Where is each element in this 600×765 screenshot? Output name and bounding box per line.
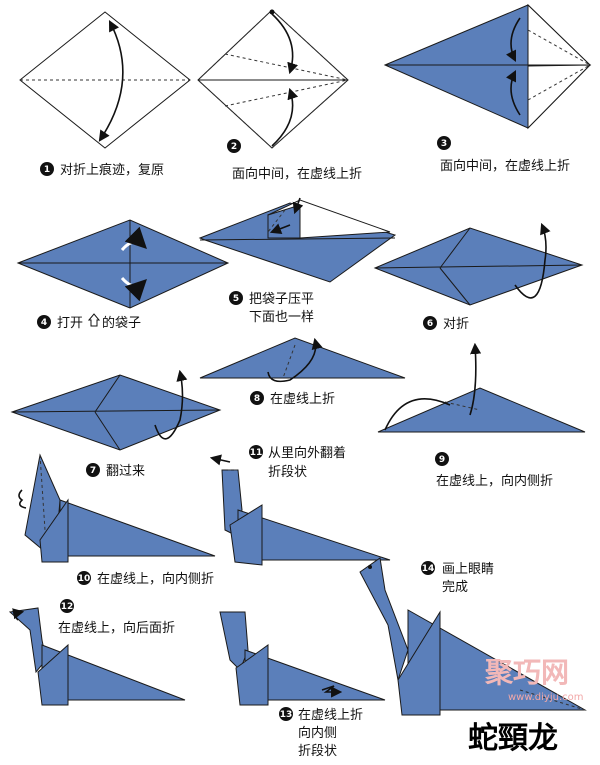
- step-14-number: 14: [422, 564, 435, 574]
- step-4-text-b: 的袋子: [102, 315, 141, 331]
- step-14-figure: [359, 557, 587, 716]
- step-12-text: 在虚线上，向后面折: [58, 620, 175, 636]
- step-1-caption: 1 对折上痕迹，复原: [40, 162, 164, 178]
- step-5-text-b: 下面也一样: [249, 310, 314, 325]
- step-6-figure: [373, 222, 584, 306]
- step-7-number: 7: [90, 466, 96, 476]
- step-10-figure: [18, 453, 216, 563]
- step-4-number: 4: [41, 318, 47, 328]
- step-2-figure: [197, 9, 349, 149]
- step-1-text: 对折上痕迹，复原: [60, 162, 164, 178]
- step-13-number: 13: [280, 710, 293, 720]
- step-3-caption: 3 面向中间，在虚线上折: [437, 136, 570, 174]
- step-11-figure: [209, 454, 391, 566]
- step-12-figure: [8, 607, 186, 706]
- step-11-number: 11: [250, 448, 263, 458]
- step-9-number: 9: [439, 455, 445, 465]
- step-6-text: 对折: [443, 317, 469, 332]
- step-4-figure: [16, 219, 230, 309]
- step-8-text: 在虚线上折: [270, 392, 335, 407]
- step-11-text-a: 从里向外翻着: [268, 445, 346, 461]
- step-13-text-b: 向内侧: [298, 725, 337, 741]
- step-10-text: 在虚线上，向内侧折: [97, 571, 214, 587]
- step-2-caption: 2 面向中间，在虚线上折: [227, 139, 362, 182]
- diagram-title: 蛇頸龙: [468, 721, 558, 756]
- step-10-number: 10: [78, 574, 91, 584]
- watermark-url: www.diyju.com: [508, 692, 584, 703]
- step-7-text: 翻过来: [106, 464, 145, 479]
- step-7-figure: [10, 369, 222, 451]
- step-11-caption: 11 从里向外翻着 折段状: [249, 445, 346, 480]
- step-5-text-a: 把袋子压平: [249, 292, 314, 307]
- step-9-caption: 9 在虚线上，向内侧折: [435, 452, 553, 489]
- house-arrow-icon: [87, 313, 101, 327]
- step-13-text-a: 在虚线上折: [298, 708, 363, 723]
- step-9-figure: [377, 342, 586, 433]
- step-3-figure: [383, 3, 592, 130]
- step-7-caption: 7 翻过来: [86, 463, 145, 479]
- step-14-text-b: 完成: [442, 580, 468, 595]
- step-12-number: 12: [61, 602, 74, 612]
- step-3-number: 3: [441, 139, 447, 149]
- step-13-text-c: 折段状: [298, 744, 337, 759]
- step-8-figure: [199, 337, 406, 383]
- step-4-caption: 4 打开 的袋子: [37, 313, 141, 331]
- step-5-figure: [198, 197, 397, 283]
- step-13-caption: 13 在虚线上折 向内侧 折段状: [279, 707, 363, 759]
- step-13-figure: [219, 611, 386, 706]
- step-8-caption: 8 在虚线上折: [250, 391, 335, 407]
- step-6-caption: 6 对折: [423, 316, 469, 332]
- step-14-text-a: 画上眼睛: [442, 562, 494, 577]
- watermark-brand: 聚巧网: [484, 656, 569, 689]
- step-2-number: 2: [231, 142, 237, 152]
- step-14-caption: 14 画上眼睛 完成: [421, 561, 494, 595]
- step-1-number: 1: [44, 165, 50, 175]
- step-3-text: 面向中间，在虚线上折: [440, 158, 570, 174]
- step-2-text: 面向中间，在虚线上折: [232, 166, 362, 182]
- step-6-number: 6: [427, 319, 433, 329]
- step-4-text-a: 打开: [57, 316, 83, 331]
- step-5-number: 5: [233, 294, 239, 304]
- step-1-figure: [19, 11, 191, 149]
- step-10-caption: 10 在虚线上，向内侧折: [77, 571, 214, 587]
- step-11-text-b: 折段状: [268, 465, 307, 480]
- step-9-text: 在虚线上，向内侧折: [436, 473, 553, 489]
- step-5-caption: 5 把袋子压平 下面也一样: [229, 291, 314, 325]
- step-8-number: 8: [254, 394, 260, 404]
- step-12-caption: 12 在虚线上，向后面折: [58, 599, 175, 636]
